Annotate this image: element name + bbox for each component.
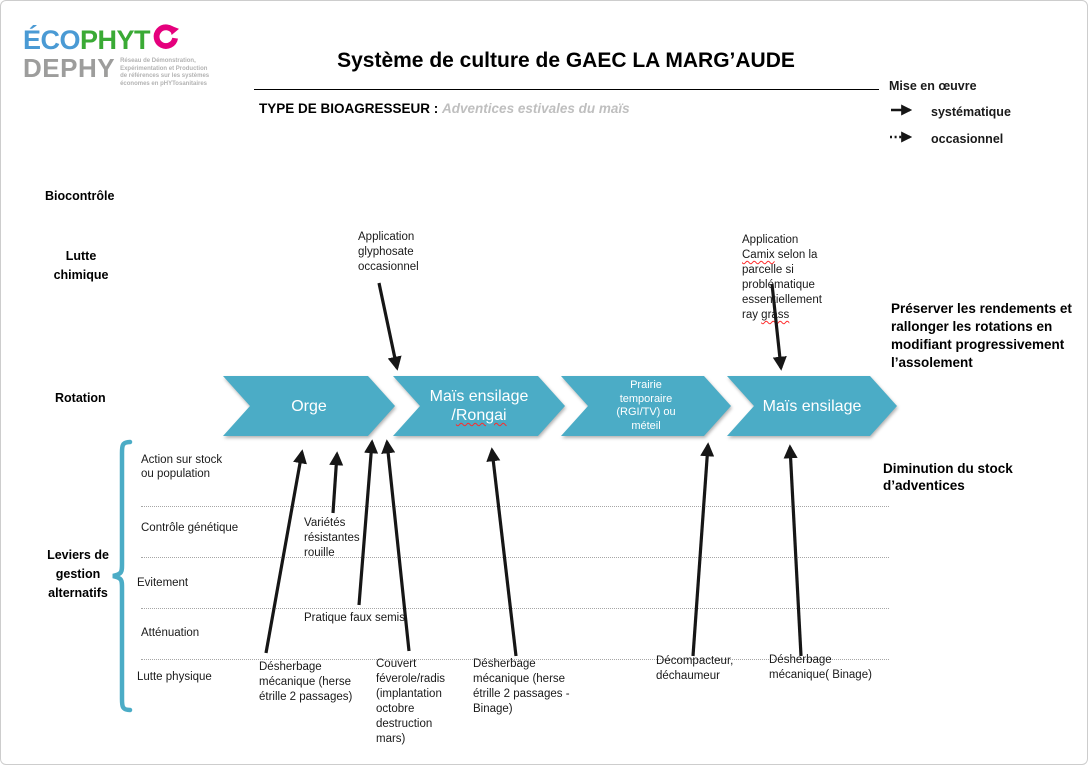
crop-chevron-prairie-temporaire: Prairie temporaire (RGI/TV) ou méteil — [561, 376, 731, 436]
category-lutte-chimique: Lutte chimique — [53, 249, 109, 282]
legend-title: Mise en œuvre — [889, 79, 977, 93]
crop-chevron-orge: Orge — [223, 376, 395, 436]
logo-dephy-text: DEPHY — [23, 53, 116, 83]
circular-arrow-icon — [151, 23, 180, 57]
solid-arrow-icon — [889, 103, 919, 121]
annotation-varietes-resistantes: Variétés résistantes rouille — [304, 517, 360, 559]
crop-label: Maïs ensilage — [429, 388, 529, 405]
logo-phyt-text: PHYT — [80, 25, 151, 55]
annotation-desherbage-binage: Désherbage mécanique (herse étrille 2 pa… — [473, 658, 570, 715]
row-divider — [141, 506, 889, 507]
arrow-desherbage1-up — [264, 449, 307, 654]
arrow-decompacteur-up — [691, 442, 715, 657]
bioagresseur-label: TYPE DE BIOAGRESSEUR : — [259, 101, 439, 116]
category-leviers-gestion-alternatifs: Leviers de gestion alternatifs — [47, 548, 109, 600]
category-biocontrole: Biocontrôle — [45, 189, 115, 203]
crop-label: Orge — [291, 397, 327, 415]
legend-item-systematique: systématique — [889, 103, 1069, 121]
arrow-desherbage3-up — [783, 444, 803, 657]
misspelled-word: Rongai — [455, 407, 507, 424]
logo-tagline: Réseau de Démonstration, Expérimentation… — [120, 58, 210, 87]
legend: Mise en œuvre systématique occasionnel — [889, 79, 1069, 157]
bioagresseur-value: Adventices estivales du maïs — [442, 101, 630, 116]
row-divider — [141, 557, 889, 558]
annotation-decompacteur: Décompacteur, déchaumeur — [656, 655, 734, 682]
bioagresseur-line: TYPE DE BIOAGRESSEUR : Adventices estiva… — [259, 101, 630, 116]
row-attenuation: Atténuation — [141, 627, 200, 639]
arrow-faux-semis-up — [357, 439, 379, 606]
legend-label-occasionnel: occasionnel — [931, 132, 1004, 146]
row-divider — [141, 659, 889, 660]
crop-label: Prairie temporaire (RGI/TV) ou méteil — [616, 379, 676, 432]
category-rotation: Rotation — [55, 391, 106, 405]
title-underline — [254, 89, 879, 90]
annotation-camix: Application Camix selon la parcelle si p… — [742, 234, 822, 321]
dotted-arrow-icon — [889, 130, 919, 148]
row-lutte-physique: Lutte physique — [137, 671, 212, 683]
arrow-varietes-up — [329, 451, 344, 514]
crop-chevron-mais-rongai: Maïs ensilage /Rongai — [393, 376, 565, 436]
note-preserver-rendements: Préserver les rendements et rallonger le… — [891, 301, 1072, 370]
row-controle-genetique: Contrôle génétique — [141, 522, 239, 534]
crop-label-line2: /Rongai — [451, 407, 507, 424]
annotation-desherbage-herse: Désherbage mécanique (herse étrille 2 pa… — [259, 661, 353, 703]
row-divider — [141, 608, 889, 609]
page-title: Système de culture de GAEC LA MARG’AUDE — [337, 49, 795, 72]
arrow-desherbage2-up — [486, 447, 518, 657]
row-action-sur-stock: Action sur stock ou population — [141, 454, 223, 480]
misspelled-word: Camix — [742, 249, 775, 261]
arrow-glyphosate-down — [377, 282, 402, 371]
crop-label: Maïs ensilage — [762, 397, 862, 415]
annotation-faux-semis: Pratique faux semis — [304, 612, 405, 624]
logo-eco-text: ÉCO — [23, 25, 81, 55]
annotation-glyphosate: Application glyphosate occasionnel — [358, 231, 419, 273]
row-evitement: Evitement — [137, 577, 189, 589]
legend-item-occasionnel: occasionnel — [889, 130, 1069, 148]
annotation-couvert-feverole: Couvert féverole/radis (implantation oct… — [376, 658, 446, 745]
annotation-desherbage-binage2: Désherbage mécanique( Binage) — [769, 654, 872, 681]
crop-chevron-mais-ensilage: Maïs ensilage — [727, 376, 897, 436]
note-diminution-stock: Diminution du stock d’adventices — [883, 461, 1013, 493]
misspelled-word: grass — [761, 309, 790, 321]
legend-label-systematique: systématique — [931, 105, 1011, 119]
